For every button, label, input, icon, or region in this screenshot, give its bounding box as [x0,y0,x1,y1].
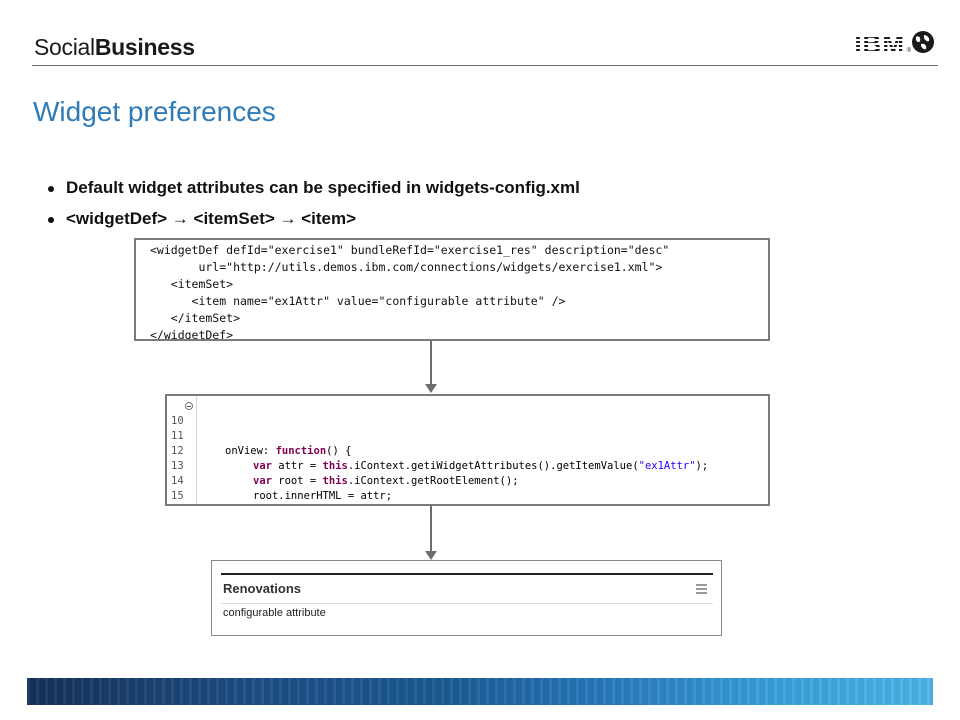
code-row: 11 [167,414,767,442]
bullet-list: Default widget attributes can be specifi… [48,177,580,239]
widget-menu-icon[interactable] [696,584,707,595]
widget-preview: Renovations configurable attribute [211,560,722,636]
social-business-logo: SocialBusiness [34,34,195,60]
line-number: 10 [171,415,184,427]
globe-icon [912,31,934,53]
line-number: 14 [171,475,184,487]
js-code-snippet: 10 onView: function() { 11 12 var attr =… [165,394,770,506]
line-number-gutter [167,396,197,504]
code-row: 14 root.innerHTML = attr; [167,459,767,502]
line-number: 12 [171,445,184,457]
registered-mark: ® [906,48,911,54]
slide-title: Widget preferences [33,96,276,127]
code-line: </itemSet> [150,311,241,325]
flow-arrow-down [425,505,437,560]
code-line: </widgetDef> [150,328,234,341]
collapse-fold-icon[interactable] [185,402,193,410]
code-text: onView: function() { [225,445,352,457]
line-number: 15 [171,490,184,502]
code-row: 12 var attr = this.iContext.getiWidgetAt… [167,429,767,472]
flow-arrow-down [425,341,437,393]
divider [221,603,713,604]
line-number: 13 [171,460,184,472]
code-text: var attr = this.iContext.getiWidgetAttri… [253,460,709,472]
code-text: var root = this.iContext.getRootElement(… [253,475,519,487]
bullet-item: Default widget attributes can be specifi… [48,177,580,208]
code-row: 10 onView: function() { [167,399,767,457]
code-line: <itemSet> [150,277,234,291]
line-number: 16 [171,504,184,506]
code-row: 16 }, [167,489,767,504]
code-text: root.innerHTML = attr; [253,490,393,502]
code-line: <widgetDef defId="exercise1" bundleRefId… [150,243,670,257]
slide-header: SocialBusiness IBM ® [32,26,938,66]
code-line: <item name="ex1Attr" value="configurable… [150,294,566,308]
xml-code-snippet: <widgetDef defId="exercise1" bundleRefId… [134,238,770,341]
bullet-item: <widgetDef> → <itemSet> → <item> [48,208,580,239]
code-line: url="http://utils.demos.ibm.com/connecti… [150,260,663,274]
ibm-logo: IBM [854,29,905,59]
widget-content: configurable attribute [223,607,326,619]
widget-title: Renovations [223,581,302,596]
line-number: 11 [171,430,184,442]
code-row: 13 var root = this.iContext.getRootEleme… [167,444,767,487]
code-row: 15 [167,474,767,502]
widget-frame: Renovations configurable attribute [221,573,713,631]
footer-decorative-band [27,678,933,705]
